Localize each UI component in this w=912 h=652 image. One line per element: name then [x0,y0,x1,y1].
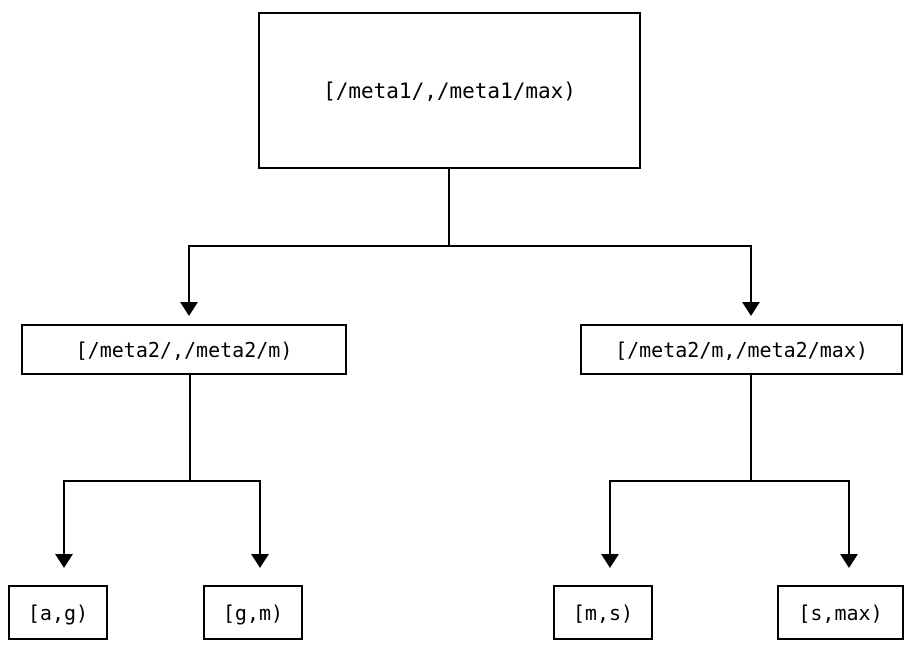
arrowhead-down-icon-leaf-1 [55,554,73,568]
tree-node-leaf-2-label: [g,m) [222,600,284,625]
tree-node-leaf-1[interactable]: [a,g) [8,585,108,640]
tree-node-leaf-3-label: [m,s) [572,600,634,625]
tree-node-leaf-1-label: [a,g) [27,600,89,625]
arrowhead-down-icon-root-right [742,302,760,316]
edge-mid-right-to-leaf-3 [609,480,611,555]
arrowhead-down-icon-leaf-2 [251,554,269,568]
edge-mid-left-branch-bar [63,480,261,482]
tree-node-root[interactable]: [/meta1/,/meta1/max) [258,12,641,169]
tree-node-mid-right-label: [/meta2/m,/meta2/max) [615,337,868,362]
arrowhead-down-icon-leaf-4 [840,554,858,568]
arrowhead-down-icon-leaf-3 [601,554,619,568]
edge-mid-right-stem [750,375,752,481]
edge-root-to-mid-right [750,245,752,303]
edge-mid-right-to-leaf-4 [848,480,850,555]
tree-node-root-label: [/meta1/,/meta1/max) [323,78,576,103]
tree-node-leaf-3[interactable]: [m,s) [553,585,653,640]
edge-mid-left-to-leaf-1 [63,480,65,555]
edge-mid-left-to-leaf-2 [259,480,261,555]
edge-root-to-mid-left [188,245,190,303]
edge-root-stem [448,169,450,246]
tree-node-mid-left-label: [/meta2/,/meta2/m) [75,337,293,362]
tree-node-mid-left[interactable]: [/meta2/,/meta2/m) [21,324,347,375]
tree-node-leaf-4[interactable]: [s,max) [777,585,904,640]
tree-node-mid-right[interactable]: [/meta2/m,/meta2/max) [580,324,903,375]
edge-mid-right-branch-bar [609,480,850,482]
arrowhead-down-icon-root-left [180,302,198,316]
edge-mid-left-stem [189,375,191,481]
edge-root-branch-bar [189,245,751,247]
tree-node-leaf-4-label: [s,max) [798,600,883,625]
tree-node-leaf-2[interactable]: [g,m) [203,585,303,640]
